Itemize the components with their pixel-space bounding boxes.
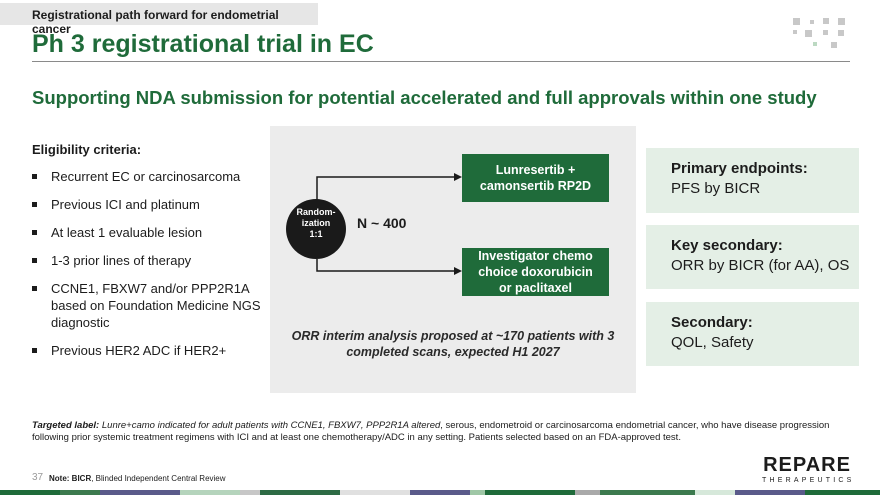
company-logo: REPARE THERAPEUTICS — [762, 455, 852, 484]
primary-endpoint-box: Primary endpoints: PFS by BICR — [646, 148, 859, 213]
arm2-line: or paclitaxel — [499, 281, 572, 295]
logo-wordmark: REPARE — [763, 454, 851, 476]
trial-flow-connectors — [316, 173, 462, 275]
orr-note-line: completed scans, expected H1 2027 — [346, 345, 560, 359]
page-subtitle: Supporting NDA submission for potential … — [32, 87, 817, 108]
footnote-lead: Note: BICR — [49, 474, 92, 483]
endpoint-heading: Primary endpoints: — [671, 160, 808, 177]
eligibility-item: Recurrent EC or carcinosarcoma — [32, 168, 272, 185]
page-title: Ph 3 registrational trial in EC — [32, 30, 374, 58]
targeted-label-italic: Lunre+camo indicated for adult patients … — [101, 420, 441, 431]
arm1-line: Lunresertib + — [495, 163, 576, 177]
section-tag-bar: Registrational path forward for endometr… — [0, 3, 318, 36]
section-tag: Registrational path forward for endometr… — [32, 8, 279, 36]
eligibility-item: 1-3 prior lines of therapy — [32, 252, 272, 269]
control-arm-box: Investigator chemo choice doxorubicin or… — [462, 248, 609, 296]
arm1-line: camonsertib RP2D — [479, 179, 592, 193]
eligibility-list: Recurrent EC or carcinosarcoma Previous … — [32, 168, 272, 359]
endpoint-body: PFS by BICR — [671, 180, 761, 197]
footnote-rest: , Blinded Independent Central Review — [91, 474, 226, 483]
orr-note-line: ORR interim analysis proposed at ~170 pa… — [291, 329, 615, 343]
eligibility-item: CCNE1, FBXW7 and/or PPP2R1A based on Fou… — [32, 280, 272, 331]
decorative-squares — [793, 16, 853, 48]
logo-subtitle: THERAPEUTICS — [762, 477, 855, 484]
targeted-label-text: Targeted label: Lunre+camo indicated for… — [32, 420, 850, 444]
sample-size-label: N ~ 400 — [357, 215, 407, 231]
eligibility-item: At least 1 evaluable lesion — [32, 224, 272, 241]
endpoint-body: QOL, Safety — [671, 334, 754, 351]
eligibility-item: Previous ICI and platinum — [32, 196, 272, 213]
randomization-text-2: ization — [301, 218, 331, 228]
treatment-arm-box: Lunresertib + camonsertib RP2D — [462, 154, 609, 202]
page-number: 37 — [32, 472, 44, 483]
eligibility-heading: Eligibility criteria: — [32, 142, 142, 157]
secondary-endpoint-box: Secondary: QOL, Safety — [646, 302, 859, 366]
arm2-line: Investigator chemo — [478, 249, 593, 263]
arm2-line: choice doxorubicin — [478, 265, 593, 279]
endpoint-body: ORR by BICR (for AA), OS — [671, 257, 850, 274]
endpoint-heading: Key secondary: — [671, 237, 783, 254]
title-divider — [32, 61, 850, 62]
endpoint-heading: Secondary: — [671, 314, 753, 331]
randomization-text-1: Random- — [296, 207, 336, 217]
randomization-node: Random- ization 1:1 — [286, 199, 346, 259]
targeted-label-rest: , serous, endometroid or carcinosarcoma … — [32, 420, 830, 443]
key-secondary-endpoint-box: Key secondary: ORR by BICR (for AA), OS — [646, 225, 859, 289]
decorative-bottom-stripe — [0, 490, 880, 495]
targeted-label-lead: Targeted label: — [32, 420, 100, 431]
footnote: Note: BICR, Blinded Independent Central … — [49, 474, 226, 483]
orr-interim-note: ORR interim analysis proposed at ~170 pa… — [280, 328, 626, 360]
randomization-ratio: 1:1 — [309, 229, 323, 239]
eligibility-item: Previous HER2 ADC if HER2+ — [32, 342, 272, 359]
